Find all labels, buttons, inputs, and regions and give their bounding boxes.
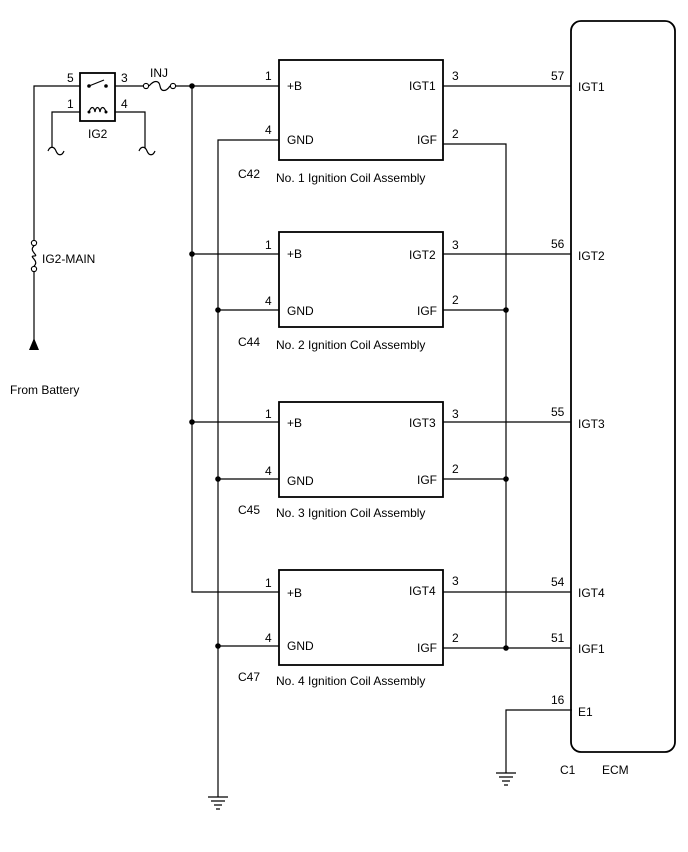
coil-label-igt: IGT3 (409, 416, 436, 430)
ecm-pin-num: 55 (551, 405, 565, 419)
ig2-relay: 5 3 1 4 IG2 (47, 71, 156, 156)
ecm-ground (496, 709, 572, 786)
ecm-pin-num: 57 (551, 69, 565, 83)
coil-label-gnd: GND (287, 133, 314, 147)
coil-title: No. 3 Ignition Coil Assembly (276, 506, 425, 520)
coil-label-igt: IGT4 (409, 584, 436, 598)
coil-pin-b: 1 (265, 407, 272, 421)
coil-label-b: +B (287, 586, 302, 600)
ecm-pin-label: E1 (578, 705, 593, 719)
coil-label-igt: IGT1 (409, 79, 436, 93)
coil-label-igf: IGF (417, 473, 437, 487)
ig2-main-fuse-icon (30, 239, 38, 273)
inj-fuse-label: INJ (150, 66, 168, 80)
coil-label-b: +B (287, 416, 302, 430)
coil-label-igt: IGT2 (409, 248, 436, 262)
ecm-pin-num: 51 (551, 631, 565, 645)
coil-pin-b: 1 (265, 576, 272, 590)
coil-label-b: +B (287, 79, 302, 93)
ground-icon (208, 796, 228, 810)
coil-pin-igf: 2 (452, 127, 459, 141)
relay-pin-5: 5 (67, 71, 74, 85)
ecm-pin-label: IGF1 (578, 642, 605, 656)
ecm-name: ECM (602, 763, 629, 777)
ground-icon (496, 772, 516, 786)
battery-arrow-icon (29, 338, 39, 350)
coil-pin-igt: 3 (452, 407, 459, 421)
ecm-pin-label: IGT4 (578, 586, 605, 600)
coil-connector: C42 (238, 167, 260, 181)
ignition-coil-4: 1 +B 4 GND 3 IGT4 2 IGF C47 No. 4 Igniti… (238, 569, 459, 688)
coil-pin-igt: 3 (452, 69, 459, 83)
coil-label-gnd: GND (287, 304, 314, 318)
inj-fuse: INJ (115, 66, 279, 92)
power-bus (189, 83, 279, 593)
coil-label-igf: IGF (417, 304, 437, 318)
igf-bus (443, 143, 572, 651)
coil-title: No. 2 Ignition Coil Assembly (276, 338, 425, 352)
ecm-pin-num: 56 (551, 237, 565, 251)
coil-pin-igt: 3 (452, 238, 459, 252)
coil-pin-b: 1 (265, 238, 272, 252)
coil-pin-gnd: 4 (265, 123, 272, 137)
igt-lines (443, 85, 572, 593)
ground-bus (208, 139, 279, 810)
ecm-pin-label: IGT2 (578, 249, 605, 263)
coil-label-b: +B (287, 247, 302, 261)
ecm: 57 IGT1 56 IGT2 55 IGT3 54 IGT4 51 IGF1 … (551, 20, 676, 777)
relay-name: IG2 (88, 127, 108, 141)
coil-connector: C44 (238, 335, 260, 349)
coil-pin-gnd: 4 (265, 294, 272, 308)
relay-pin-3: 3 (121, 71, 128, 85)
relay-pin-1: 1 (67, 97, 74, 111)
ignition-coil-3: 1 +B 4 GND 3 IGT3 2 IGF C45 No. 3 Igniti… (238, 401, 459, 520)
coil-label-gnd: GND (287, 474, 314, 488)
coil-pin-gnd: 4 (265, 631, 272, 645)
ig2-main-fuse-label: IG2-MAIN (42, 252, 95, 266)
ecm-connector: C1 (560, 763, 576, 777)
coil-title: No. 4 Ignition Coil Assembly (276, 674, 425, 688)
ignition-coil-2: 1 +B 4 GND 3 IGT2 2 IGF C44 No. 2 Igniti… (238, 231, 459, 352)
ecm-pin-label: IGT1 (578, 80, 605, 94)
ecm-pin-num: 54 (551, 575, 565, 589)
coil-label-igf: IGF (417, 641, 437, 655)
coil-title: No. 1 Ignition Coil Assembly (276, 171, 425, 185)
coil-pin-igf: 2 (452, 293, 459, 307)
coil-label-gnd: GND (287, 639, 314, 653)
coil-pin-b: 1 (265, 69, 272, 83)
coil-pin-igf: 2 (452, 462, 459, 476)
coil-connector: C45 (238, 503, 260, 517)
battery-label: From Battery (10, 383, 79, 397)
coil-pin-igf: 2 (452, 631, 459, 645)
coil-pin-igt: 3 (452, 574, 459, 588)
coil-connector: C47 (238, 670, 260, 684)
relay-pin-4: 4 (121, 97, 128, 111)
ignition-coil-1: 1 +B 4 GND 3 IGT1 2 IGF C42 No. 1 Igniti… (238, 59, 459, 185)
battery-feed: From Battery IG2-MAIN (10, 85, 95, 397)
coil-pin-gnd: 4 (265, 464, 272, 478)
coil-label-igf: IGF (417, 133, 437, 147)
ecm-pin-label: IGT3 (578, 417, 605, 431)
ecm-pin-num: 16 (551, 693, 565, 707)
